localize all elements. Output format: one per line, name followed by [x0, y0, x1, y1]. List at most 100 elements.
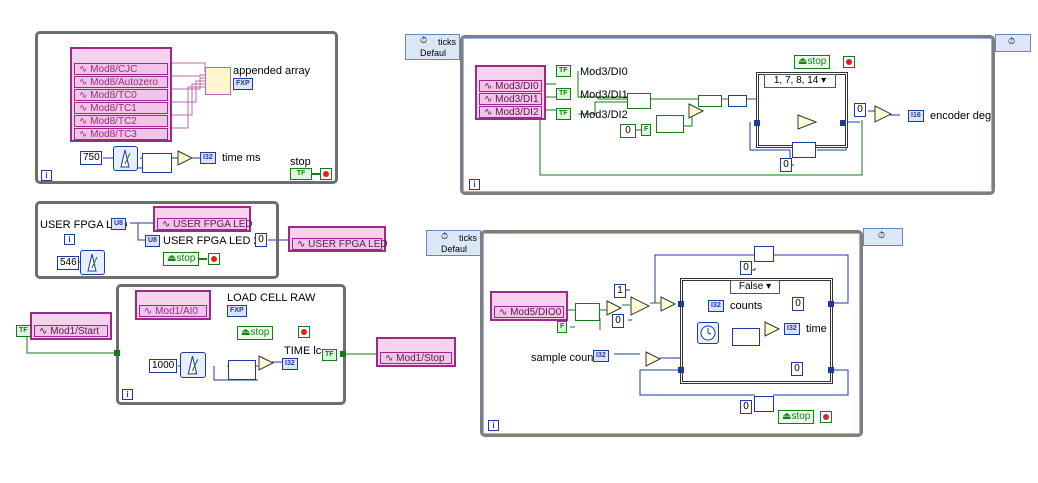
i32-indicator[interactable]: I32	[200, 152, 216, 164]
stop-button[interactable]: ⏏stop	[778, 410, 815, 424]
feedback-node-top[interactable]	[754, 246, 774, 262]
io-row-di0[interactable]: ∿ Mod3/DI0	[479, 80, 542, 92]
feedback-node-blue[interactable]	[792, 142, 816, 158]
stop-boolean-indicator[interactable]: TF	[290, 168, 312, 180]
timed-loop-header[interactable]: ⏱ ticks Defaul	[426, 230, 481, 256]
build-array-node[interactable]	[627, 93, 651, 109]
tf-constant[interactable]: TF	[16, 325, 31, 337]
wait-timer-icon[interactable]	[180, 352, 206, 378]
u8-control[interactable]: U8	[111, 218, 126, 230]
timed-loop-header[interactable]: ⏱ ticks Defaul	[405, 34, 460, 60]
io-node-mod8[interactable]: ∿ Mod8/CJC ∿ Mod8/Autozero ∿ Mod8/TC0 ∿ …	[70, 47, 172, 142]
zero-constant[interactable]: 0	[612, 314, 624, 328]
select-node[interactable]	[630, 296, 651, 316]
io-row-user-led[interactable]: ∿ USER FPGA LED	[157, 218, 253, 230]
tick-count-icon[interactable]	[697, 322, 719, 344]
zero-constant[interactable]: 0	[255, 233, 267, 247]
waveform-icon: ∿	[79, 129, 91, 140]
false-constant[interactable]: F	[641, 124, 652, 136]
subtract-node[interactable]	[764, 321, 781, 337]
io-row-user-led-out[interactable]: ∿ USER FPGA LED	[292, 238, 388, 250]
i16-indicator[interactable]: I16	[908, 110, 924, 122]
io-row-mod1-ai0[interactable]: ∿ Mod1/AI0	[139, 305, 207, 317]
zero-constant-2[interactable]: 0	[854, 103, 866, 117]
waveform-icon: ∿	[79, 64, 91, 75]
io-row-tc0[interactable]: ∿ Mod8/TC0	[74, 89, 168, 101]
io-node-mod5[interactable]: ∿ Mod5/DIO0	[490, 291, 568, 321]
bool-array-to-number[interactable]	[698, 95, 722, 107]
stop-hand-icon: ⏏	[241, 327, 251, 338]
io-row-tc1[interactable]: ∿ Mod8/TC1	[74, 102, 168, 114]
increment-node[interactable]	[797, 114, 818, 130]
fxp-indicator[interactable]: FXP	[233, 78, 253, 90]
tf-indicator-di0[interactable]: TF	[556, 65, 571, 77]
wait-timer-icon[interactable]	[113, 146, 138, 171]
compare-node[interactable]	[688, 103, 705, 119]
io-node-mod3[interactable]: ∿ Mod3/DI0 ∿ Mod3/DI1 ∿ Mod3/DI2	[475, 65, 546, 120]
timed-loop-right-header[interactable]: ⏱	[995, 34, 1031, 52]
io-row-mod1-start[interactable]: ∿ Mod1/Start	[34, 325, 108, 337]
case-selector[interactable]: False ▾	[730, 280, 780, 294]
tf-constant-out[interactable]: TF	[322, 349, 337, 361]
build-array-node[interactable]	[205, 67, 231, 95]
io-row-tc2[interactable]: ∿ Mod8/TC2	[74, 115, 168, 127]
io-node-user-led-out[interactable]: ∿ USER FPGA LED	[288, 226, 388, 252]
convert-node[interactable]	[728, 95, 747, 107]
i32-time-indicator[interactable]: I32	[784, 323, 800, 335]
feedback-node[interactable]	[228, 360, 256, 380]
fxp-indicator[interactable]: FXP	[227, 305, 247, 317]
subtract-node[interactable]	[177, 150, 194, 166]
zero-constant-green[interactable]: 0	[620, 124, 636, 138]
feedback-node[interactable]	[142, 153, 172, 173]
io-node-mod1-ai0[interactable]: ∿ Mod1/AI0	[135, 290, 211, 320]
case-selector[interactable]: 1, 7, 8, 14 ▾	[764, 74, 836, 88]
io-row-mod1-stop[interactable]: ∿ Mod1/Stop	[380, 352, 452, 364]
zero-constant-bottom[interactable]: 0	[740, 400, 752, 414]
i32-indicator[interactable]: I32	[282, 358, 298, 370]
io-row-tc3[interactable]: ∿ Mod8/TC3	[74, 128, 168, 140]
wait-ms-constant[interactable]: 546	[57, 256, 79, 270]
zero-constant-case[interactable]: 0	[792, 297, 804, 311]
loop-stop-terminal	[208, 253, 220, 265]
io-row-mod5-dio0[interactable]: ∿ Mod5/DIO0	[494, 306, 564, 318]
io-row-cjc[interactable]: ∿ Mod8/CJC	[74, 63, 168, 75]
feedback-node-case[interactable]	[732, 328, 760, 346]
stop-button[interactable]: ⏏stop	[794, 55, 831, 69]
tf-indicator-di2[interactable]: TF	[556, 108, 571, 120]
feedback-node-bottom[interactable]	[754, 396, 774, 412]
timed-loop-right-header[interactable]: ⏱	[863, 228, 903, 246]
io-node-mod1-start[interactable]: ∿ Mod1/Start	[30, 312, 112, 340]
timed-loop-5	[480, 230, 863, 437]
io-node-mod1-stop[interactable]: ∿ Mod1/Stop	[376, 337, 456, 367]
wait-ms-constant[interactable]: 1000	[149, 359, 177, 373]
wait-ms-constant[interactable]: 750	[80, 151, 102, 165]
stop-button[interactable]: ⏏stop	[237, 326, 274, 340]
add-node[interactable]	[660, 296, 677, 312]
i32-counts-indicator[interactable]: I32	[708, 300, 724, 312]
tf-indicator-di1[interactable]: TF	[556, 88, 571, 100]
ticks-label: ticks	[438, 37, 456, 47]
io-node-user-led[interactable]: ∿ USER FPGA LED	[153, 206, 253, 232]
subtract-node[interactable]	[258, 355, 275, 371]
zero-constant-3[interactable]: 0	[780, 158, 792, 172]
io-row-di2[interactable]: ∿ Mod3/DI2	[479, 106, 542, 118]
select-node[interactable]	[874, 105, 893, 123]
feedback-node-green[interactable]	[575, 303, 600, 321]
greater-node[interactable]	[606, 300, 623, 316]
i32-sample-control[interactable]: I32	[593, 350, 609, 362]
u8-control-2[interactable]: U8	[145, 235, 160, 247]
stop-button[interactable]: ⏏stop	[163, 252, 200, 266]
compare-node[interactable]	[645, 351, 662, 367]
io-row-autozero[interactable]: ∿ Mod8/Autozero	[74, 76, 168, 88]
zero-constant-top[interactable]: 0	[740, 261, 752, 275]
time-label: time	[806, 323, 827, 335]
zero-constant-case-2[interactable]: 0	[791, 362, 803, 376]
false-constant[interactable]: F	[557, 321, 568, 333]
feedback-node-green[interactable]	[656, 115, 684, 133]
loop-iteration-terminal: i	[469, 179, 480, 190]
loop-iteration-terminal: i	[122, 389, 133, 400]
wait-timer-icon[interactable]	[80, 250, 105, 275]
one-constant[interactable]: 1	[614, 284, 626, 298]
io-row-di1[interactable]: ∿ Mod3/DI1	[479, 93, 542, 105]
waveform-icon: ∿	[484, 81, 496, 92]
